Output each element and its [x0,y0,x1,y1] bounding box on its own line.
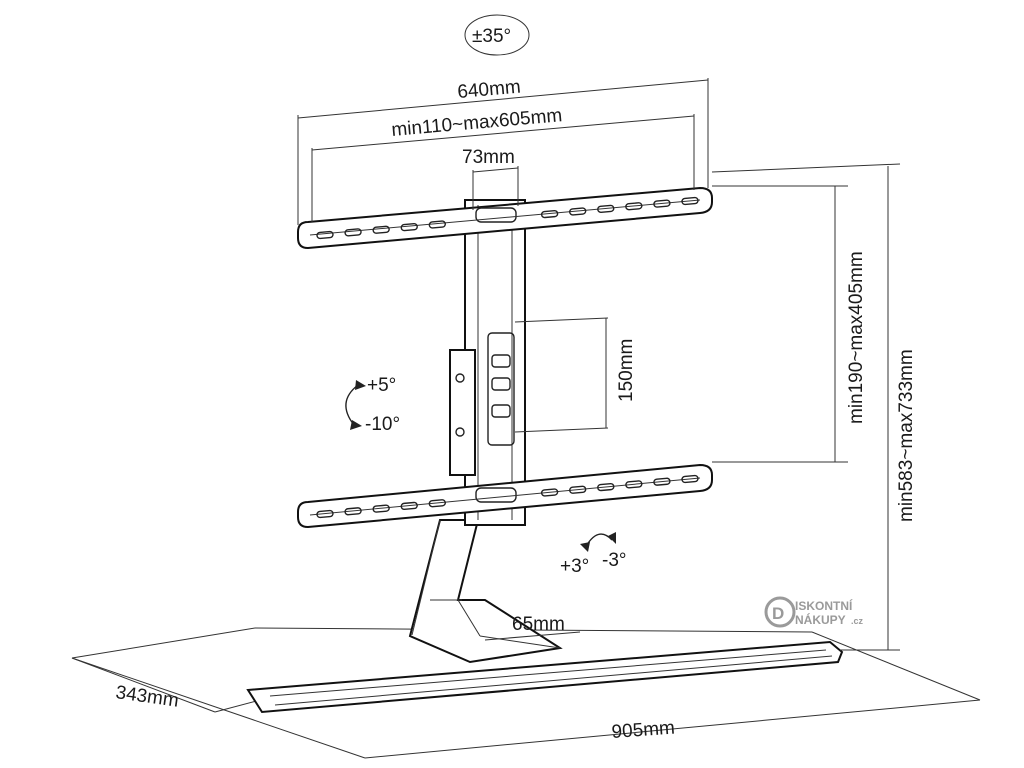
dimension-150 [514,317,609,433]
label-73mm: 73mm [462,147,515,168]
label-905mm: 905mm [611,718,676,743]
top-crossbar [297,186,713,250]
label-tilt-up: +5° [367,375,396,396]
dimension-vesa-width [311,114,695,222]
crossbar-slot [400,223,418,232]
dimension-arm-height [712,185,848,463]
swivel-indicator [464,14,530,56]
crossbar-slot [597,204,615,213]
base-foot [246,640,844,714]
crossbar-slot [597,482,615,492]
crossbar-slot [428,499,446,508]
vertical-column [449,199,526,526]
bottom-crossbar [297,463,713,529]
crossbar-slot [344,228,362,237]
crossbar-slot [400,501,418,511]
label-swivel: ±35° [472,26,511,47]
crossbar-slot [625,202,643,211]
label-640mm: 640mm [457,77,522,103]
label-343mm: 343mm [114,682,180,712]
label-level-plus: +3° [560,556,589,577]
crossbar-slot [653,199,671,208]
crossbar-slot [428,220,446,229]
dimension-640 [297,78,709,225]
crossbar-slot [540,209,559,219]
level-arrow [580,532,616,552]
logo-suffix: .cz [851,616,864,626]
bottom-crossbar-slots [316,474,699,519]
crossbar-slot [653,477,671,486]
svg-text:D: D [772,604,784,623]
neck-bracket [408,519,563,664]
crossbar-slot [681,474,699,484]
logo-line2: NÁKUPY [795,612,846,627]
top-crossbar-slots [316,196,699,240]
tilt-arrow [345,380,366,430]
brand-logo: D ISKONTNÍ NÁKUPY .cz [764,596,864,628]
crossbar-slot [316,230,334,240]
crossbar-slot [681,196,699,206]
label-tilt-down: -10° [365,414,400,435]
logo-d-icon [764,596,796,628]
label-level-minus: -3° [602,550,627,571]
crossbar-slot [372,225,390,234]
crossbar-slot [569,485,587,494]
label-150mm: 150mm [616,339,637,402]
crossbar-slot [569,207,587,216]
dimension-total-height [711,163,901,651]
label-arm-height: min190~max405mm [846,251,867,424]
dimension-65 [484,631,581,641]
logo-line1: ISKONTNÍ [795,598,853,613]
label-65mm: 65mm [512,614,565,635]
crossbar-slot [625,480,643,489]
crossbar-slot [540,488,559,497]
crossbar-slot [316,509,334,519]
label-total-height: min583~max733mm [896,349,917,522]
dimension-73 [472,166,519,210]
crossbar-slot [372,504,390,513]
crossbar-slot [344,507,362,516]
